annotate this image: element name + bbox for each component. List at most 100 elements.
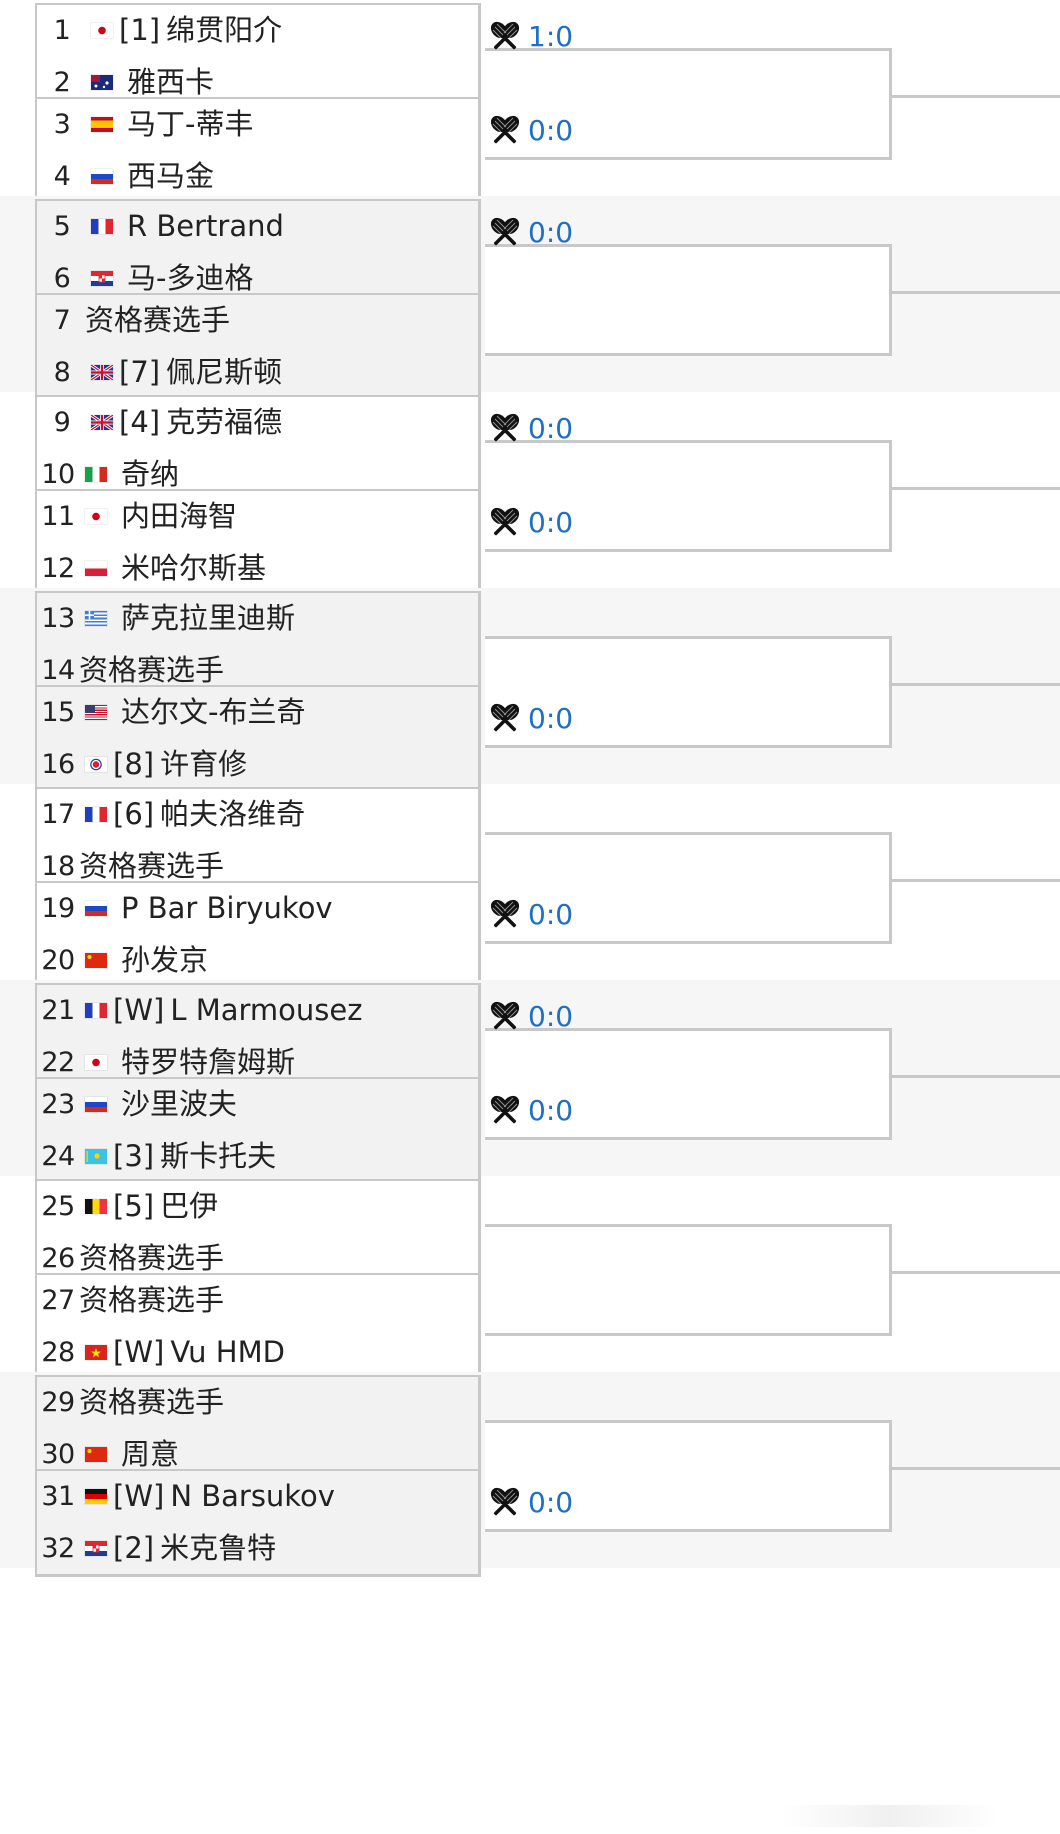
player-row[interactable]: 8[7]佩尼斯顿 xyxy=(37,345,478,399)
player-row[interactable]: 21[W]L Marmousez xyxy=(37,983,478,1037)
score-text[interactable]: 0:0 xyxy=(528,897,574,931)
player-name[interactable]: 克劳福德 xyxy=(166,404,283,439)
head-to-head-score[interactable]: 0:0 xyxy=(488,504,573,540)
next-round-slot[interactable] xyxy=(485,1224,892,1336)
player-name[interactable]: Vu HMD xyxy=(170,1334,285,1369)
player-row[interactable]: 24[3]斯卡托夫 xyxy=(37,1129,478,1183)
next-round-slot[interactable] xyxy=(485,48,892,160)
player-row[interactable]: 17[6]帕夫洛维奇 xyxy=(37,787,478,841)
player-name[interactable]: 米哈尔斯基 xyxy=(121,550,267,585)
player-name[interactable]: 资格赛选手 xyxy=(79,1240,225,1275)
score-text[interactable]: 0:0 xyxy=(528,113,574,147)
player-row[interactable]: 25[5]巴伊 xyxy=(37,1179,478,1233)
player-name[interactable]: 达尔文-布兰奇 xyxy=(121,694,306,729)
player-name[interactable]: 资格赛选手 xyxy=(79,848,225,883)
head-to-head-score[interactable]: 0:0 xyxy=(488,1092,573,1128)
player-name[interactable]: 孙发京 xyxy=(121,942,209,977)
player-name[interactable]: 资格赛选手 xyxy=(79,652,225,687)
player-name[interactable]: 资格赛选手 xyxy=(79,1384,225,1419)
head-to-head-score[interactable]: 0:0 xyxy=(488,1484,573,1520)
player-name[interactable]: 许育修 xyxy=(160,746,248,781)
player-row[interactable]: 16[8]许育修 xyxy=(37,737,478,791)
next-round-slot[interactable] xyxy=(485,440,892,552)
player-row[interactable]: 9[4]克劳福德 xyxy=(37,395,478,449)
head-to-head-score[interactable]: 0:0 xyxy=(488,700,573,736)
player-name[interactable]: 内田海智 xyxy=(121,498,238,533)
next-round-slot[interactable] xyxy=(485,636,892,748)
player-name[interactable]: N Barsukov xyxy=(170,1478,335,1513)
head-to-head-score[interactable]: 0:0 xyxy=(488,896,573,932)
player-name[interactable]: 米克鲁特 xyxy=(160,1530,277,1565)
score-text[interactable]: 0:0 xyxy=(528,1485,574,1519)
head-to-head-score[interactable]: 0:0 xyxy=(488,214,573,250)
next-round-slot[interactable] xyxy=(485,1028,892,1140)
score-text[interactable]: 0:0 xyxy=(528,701,574,735)
score-text[interactable]: 0:0 xyxy=(528,215,574,249)
player-name[interactable]: 周意 xyxy=(121,1436,180,1471)
score-text[interactable]: 0:0 xyxy=(528,1093,574,1127)
player-name[interactable]: 奇纳 xyxy=(121,456,180,491)
head-to-head-score[interactable]: 0:0 xyxy=(488,112,573,148)
player-name[interactable]: 马-多迪格 xyxy=(127,260,254,295)
player-name[interactable]: 斯卡托夫 xyxy=(160,1138,277,1173)
player-name[interactable]: 佩尼斯顿 xyxy=(166,354,283,389)
player-name[interactable]: 帕夫洛维奇 xyxy=(160,796,306,831)
player-row[interactable]: 31[W]N Barsukov xyxy=(37,1469,478,1523)
player-name[interactable]: 资格赛选手 xyxy=(85,302,231,337)
player-name[interactable]: 雅西卡 xyxy=(127,64,215,99)
player-name[interactable]: 特罗特詹姆斯 xyxy=(121,1044,296,1079)
next-round-slot[interactable] xyxy=(485,244,892,356)
player-name[interactable]: 西马金 xyxy=(127,158,215,193)
player-name[interactable]: 巴伊 xyxy=(160,1188,219,1223)
head-to-head-score[interactable]: 1:0 xyxy=(488,18,573,54)
player-name[interactable]: 资格赛选手 xyxy=(79,1282,225,1317)
head-to-head-score[interactable]: 0:0 xyxy=(488,410,573,446)
head-to-head-score[interactable]: 0:0 xyxy=(488,998,573,1034)
player-row[interactable]: 1[1]绵贯阳介 xyxy=(37,3,478,57)
score-text[interactable]: 0:0 xyxy=(528,505,574,539)
score-text[interactable]: 0:0 xyxy=(528,411,574,445)
next-round-slot[interactable] xyxy=(485,832,892,944)
player-name[interactable]: 沙里波夫 xyxy=(121,1086,238,1121)
player-row[interactable]: 28[W]Vu HMD xyxy=(37,1325,478,1379)
player-name[interactable]: R Bertrand xyxy=(127,208,284,243)
player-row[interactable]: 32[2]米克鲁特 xyxy=(37,1521,478,1575)
player-name[interactable]: L Marmousez xyxy=(170,992,363,1027)
player-name[interactable]: 萨克拉里迪斯 xyxy=(121,600,296,635)
